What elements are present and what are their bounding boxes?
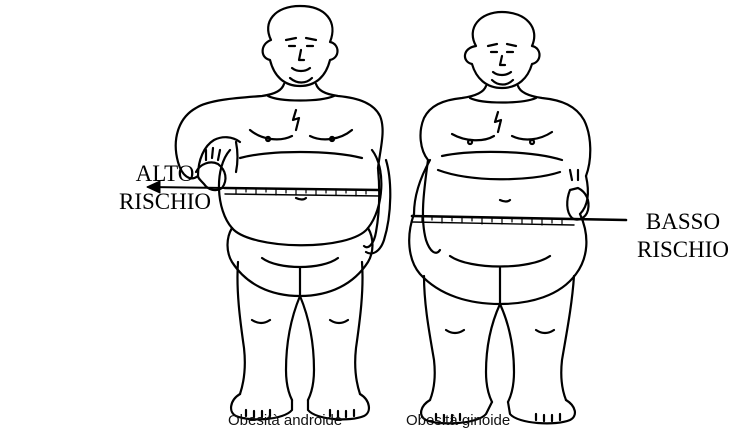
android-obesity-caption: Obesità androide xyxy=(228,411,342,431)
high-risk-label-line2: RISCHIO xyxy=(110,188,220,216)
gynoid-hip-tape xyxy=(412,216,626,225)
low-risk-label-line1: BASSO xyxy=(622,208,744,236)
android-waist-tape xyxy=(225,188,380,196)
android-head xyxy=(263,6,338,86)
low-risk-label: BASSO RISCHIO xyxy=(622,208,744,264)
high-risk-label-line1: ALTO xyxy=(110,160,220,188)
gynoid-head xyxy=(465,12,540,88)
low-risk-label-line2: RISCHIO xyxy=(622,236,744,264)
gynoid-obesity-caption: Obesità ginoide xyxy=(406,411,510,431)
high-risk-label: ALTO RISCHIO xyxy=(110,160,220,216)
